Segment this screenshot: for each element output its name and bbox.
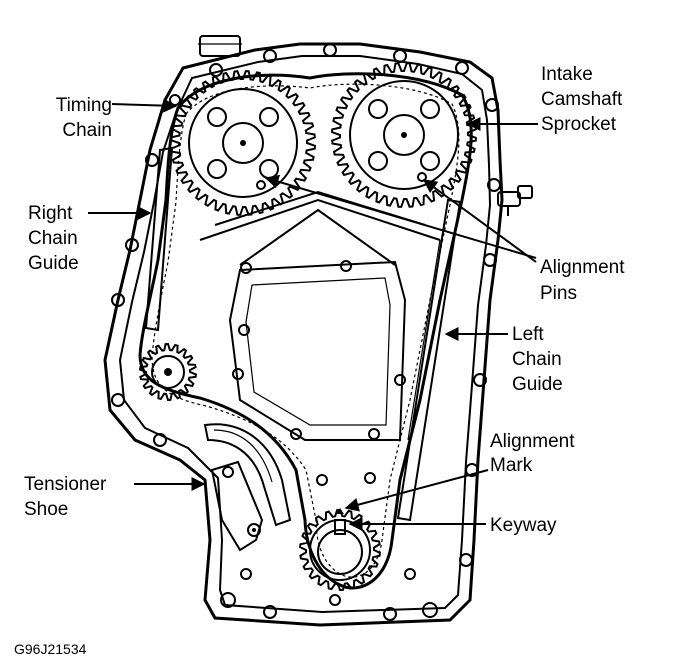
sprockets xyxy=(139,62,477,592)
alignment-pins-label-line-2: Pins xyxy=(540,283,577,304)
label-left-chain-guide: Left Chain Guide xyxy=(444,324,563,395)
left-guide-label-line-2: Chain xyxy=(512,349,562,370)
right-guide-label-line-1: Right xyxy=(28,203,73,224)
label-tensioner-shoe: Tensioner Shoe xyxy=(24,474,206,520)
side-fitting xyxy=(497,185,533,216)
tensioner-shoe-label-line-1: Tensioner xyxy=(24,474,107,495)
idler-sprocket-teeth xyxy=(139,342,197,402)
tensioner-shoe-label-line-2: Shoe xyxy=(24,499,68,520)
intake-sprocket-label-line-2: Camshaft xyxy=(541,89,623,110)
filler-neck xyxy=(199,35,241,57)
label-alignment-mark: Alignment Mark xyxy=(344,431,575,512)
intake-sprocket-label-line-3: Sprocket xyxy=(541,114,617,135)
timing-chain-label-line-1: Timing xyxy=(56,95,112,116)
exhaust-sprocket-bolt-hole xyxy=(207,107,227,127)
keyway-label: Keyway xyxy=(490,515,557,536)
intake-sprocket-hub-ring xyxy=(349,80,459,190)
cover-flange xyxy=(118,55,492,614)
intake-sprocket-label-line-1: Intake xyxy=(541,64,593,85)
label-timing-chain: Timing Chain xyxy=(56,95,178,141)
left-chain-guide-shape xyxy=(396,198,462,522)
alignment-mark-label-line-1: Alignment xyxy=(490,431,575,452)
intake-sprocket-bolt-hole xyxy=(420,151,440,171)
exhaust-sprocket-center xyxy=(240,140,246,146)
timing-chain-label-line-2: Chain xyxy=(62,120,112,141)
label-right-chain-guide: Right Chain Guide xyxy=(28,203,152,274)
intake-sprocket-bolt-hole xyxy=(368,151,388,171)
intake-sprocket-bolt-hole xyxy=(368,99,388,119)
intake-sprocket-bolt-hole xyxy=(420,99,440,119)
alignment-pins-label-line-1: Alignment xyxy=(540,257,625,278)
idler-sprocket-hub xyxy=(151,355,185,389)
label-keyway: Keyway xyxy=(348,515,557,536)
exhaust-sprocket-alignment-pin xyxy=(256,180,266,190)
figure-code: G96J21534 xyxy=(14,641,87,657)
label-alignment-pins: Alignment Pins xyxy=(264,174,625,304)
exhaust-sprocket-bolt-hole xyxy=(259,107,279,127)
exhaust-sprocket-bolt-hole xyxy=(259,159,279,179)
intake-sprocket-hub xyxy=(383,114,425,156)
intake-sprocket-alignment-pin xyxy=(417,172,427,182)
center-webs xyxy=(199,190,441,266)
center-window xyxy=(228,260,407,441)
exhaust-sprocket-teeth xyxy=(170,70,316,216)
exhaust-sprocket-hub-ring xyxy=(188,88,298,198)
tensioner-body xyxy=(210,460,264,552)
right-guide-label-line-2: Chain xyxy=(28,228,78,249)
alignment-mark-label-line-2: Mark xyxy=(490,455,533,476)
cover-outline xyxy=(103,42,504,627)
exhaust-sprocket-bolt-hole xyxy=(207,159,227,179)
left-guide-label-line-1: Left xyxy=(512,324,544,345)
crank-sprocket-teeth xyxy=(299,508,381,592)
right-guide-label-line-3: Guide xyxy=(28,253,79,274)
crank-nose xyxy=(317,529,363,575)
left-guide-label-line-3: Guide xyxy=(512,374,563,395)
crank-alignment-mark xyxy=(336,508,344,514)
flange-bolt-holes xyxy=(111,43,501,621)
crank-keyway xyxy=(334,519,346,535)
tensioner-shoe-shape xyxy=(203,423,292,527)
intake-sprocket-center xyxy=(401,132,407,138)
label-intake-sprocket: Intake Camshaft Sprocket xyxy=(466,64,623,135)
right-chain-guide-shape xyxy=(144,146,174,332)
idler-sprocket-center xyxy=(164,368,172,376)
exhaust-sprocket-hub xyxy=(222,122,264,164)
